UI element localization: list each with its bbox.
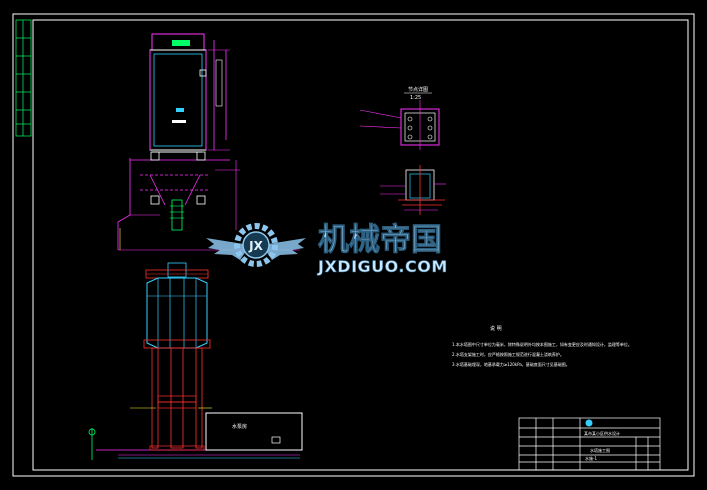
node-detail: 节点详图 1:25 [359,86,446,215]
pump-house-label: 水泵房 [232,423,247,430]
watermark-emblem: JX [248,239,263,253]
tower-elevation [88,262,300,460]
outer-frame [12,13,695,477]
tank-section-top [117,33,300,251]
title-block [518,417,661,471]
notes-line-2: 2.水塔支架施工时，应严格按照施工规范进行混凝土浇筑养护。 [452,351,564,357]
binding-strip [15,19,32,137]
company-logo-icon [585,419,593,427]
title-block-drawing-title: 水塔施工图 [590,447,610,453]
detail-label: 节点详图 [408,86,428,93]
notes-block: 说 明 1.本水塔图中尺寸单位为毫米，除特殊说明外均按本图施工，如有变更应及时通… [452,325,632,367]
title-block-drawing-no: 水施-1 [585,455,597,461]
notes-heading: 说 明 [490,325,502,332]
detail-scale: 1:25 [410,95,421,101]
notes-line-3: 3.水塔基础埋深，地基承载力≥120kPa，基础底面尺寸见基础图。 [452,361,570,367]
watermark-title: 机械帝国 [318,222,442,258]
watermark-url: JXDIGUO.COM [317,257,448,276]
pump-house: 水泵房 [205,412,303,451]
watermark: JX 机械帝国 JXDIGUO.COM [206,222,448,276]
gear-icon [234,223,278,267]
inner-frame [32,19,689,471]
notes-line-1: 1.本水塔图中尺寸单位为毫米，除特殊说明外均按本图施工，如有变更应及时通知设计，… [452,341,632,347]
title-block-project: 某市某小区供水设计 [584,430,620,436]
